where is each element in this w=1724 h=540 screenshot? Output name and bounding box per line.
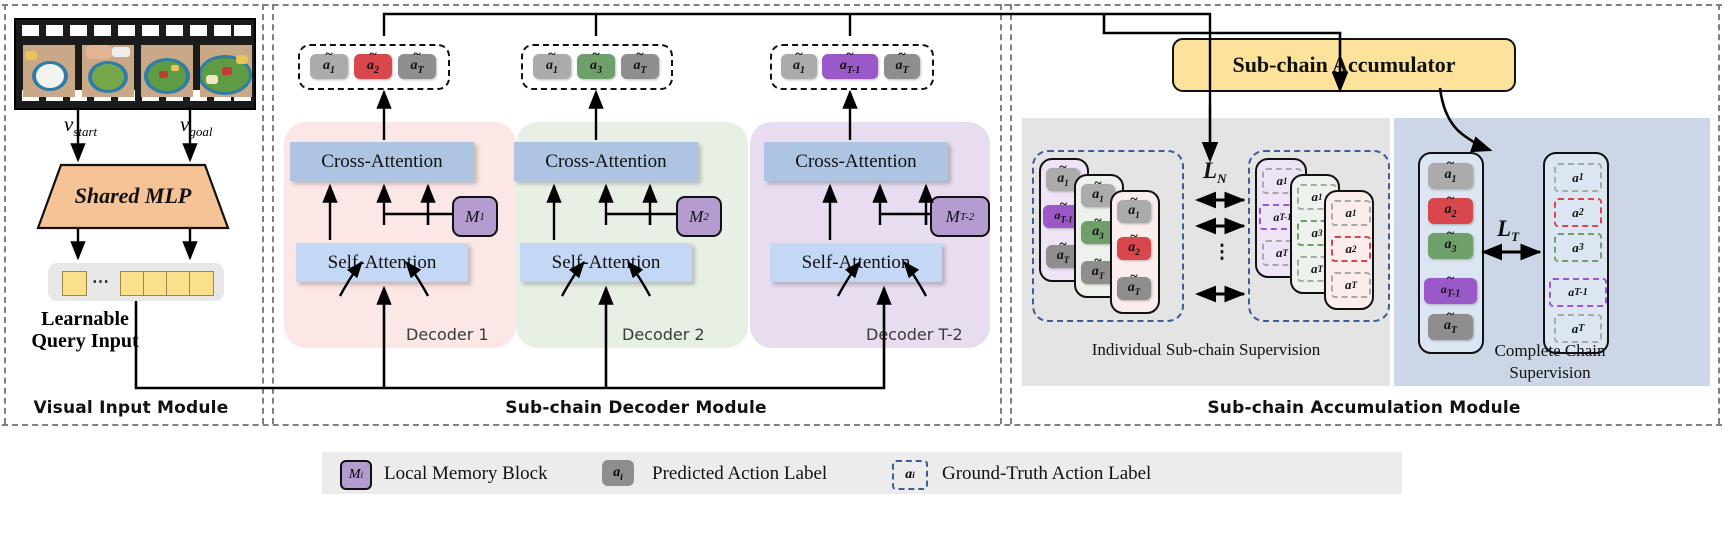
loss-individual-label: LN (1203, 158, 1227, 187)
module-title-decoder: Sub-chain Decoder Module (505, 398, 767, 418)
loss-complete-label: LT (1497, 216, 1520, 245)
divider-visual-decoder (262, 4, 264, 424)
chip-3-0: a1 (781, 47, 817, 79)
chip-2-0: a1 (533, 47, 571, 79)
v-goal-label: vgoal (180, 112, 213, 140)
outer-left-divider (4, 4, 6, 424)
legend-memory-label: Local Memory Block (384, 463, 548, 484)
chip-1-1: a2 (354, 47, 392, 79)
query-cell-0 (62, 271, 87, 296)
video-frame-3 (141, 45, 193, 97)
query-ellipsis: ⋯ (92, 272, 111, 291)
legend-groundtruth-label: Ground-Truth Action Label (942, 463, 1152, 484)
query-cell-2 (143, 271, 168, 296)
chip-3-2: aT (884, 47, 920, 79)
video-frame-1 (23, 45, 75, 97)
shared-mlp-block: Shared MLP (38, 165, 228, 228)
outer-bottom-divider (2, 424, 1722, 426)
decoder-name-1: Decoder 1 (406, 325, 489, 344)
chip-3-1: aT-1 (822, 47, 878, 79)
self-attention-1: Self-Attention (296, 243, 468, 282)
pred-2-2: aT (1117, 269, 1151, 300)
outer-top-divider (2, 4, 1722, 6)
query-caption: Learnable Query Input (31, 308, 139, 352)
module-title-visual: Visual Input Module (33, 398, 229, 418)
pred-0-1: aT-1 (1043, 197, 1084, 228)
chip-1-0: a1 (310, 47, 348, 79)
module-title-accum: Sub-chain Accumulation Module (1207, 398, 1521, 418)
pred-2-0: a1 (1117, 192, 1151, 223)
video-frame-2 (82, 45, 134, 97)
complete-pred-3: aT-1 (1424, 271, 1477, 304)
decoder-name-2: Decoder 2 (622, 325, 705, 344)
decoder-name-3: Decoder T-2 (866, 325, 963, 344)
self-attention-2: Self-Attention (520, 243, 692, 282)
chip-2-2: aT (621, 47, 659, 79)
learnable-query-input: ⋯ (48, 263, 224, 301)
divider-decoder-accum (1000, 4, 1002, 424)
divider-visual-decoder-b (272, 4, 274, 424)
complete-pred-4: aT (1428, 307, 1473, 340)
video-filmstrip (14, 18, 256, 110)
self-attention-3: Self-Attention (770, 243, 942, 282)
complete-pred-0: a1 (1428, 156, 1473, 189)
predicted-chipbox-2: a1 a3 aT (521, 44, 673, 90)
v-start-label: vstart (64, 112, 98, 140)
video-frame-4 (200, 45, 252, 97)
sub-chain-accumulator: Sub-chain Accumulator (1172, 38, 1516, 92)
divider-decoder-accum-b (1010, 4, 1012, 424)
complete-supervision-caption: Complete Chain Supervision (1494, 341, 1606, 382)
chip-2-1: a3 (577, 47, 615, 79)
pred-1-0: a1 (1081, 176, 1115, 207)
pred-2-1: a2 (1117, 229, 1151, 260)
query-cell-4 (189, 271, 214, 296)
pred-stack-2: a1 a2 aT (1110, 190, 1160, 314)
pred-0-0: a1 (1046, 160, 1080, 191)
individual-supervision-caption: Individual Sub-chain Supervision (1091, 340, 1321, 359)
complete-pred-stack: a1 a2 a3 aT-1 aT (1418, 152, 1484, 354)
complete-pred-2: a3 (1428, 226, 1473, 259)
pred-1-2: aT (1081, 253, 1115, 284)
pred-0-2: aT (1046, 237, 1080, 268)
loss-vertical-dots: ⋮ (1212, 242, 1232, 263)
pred-1-1: a3 (1081, 213, 1115, 244)
predicted-chipbox-1: a1 a2 aT (298, 44, 450, 90)
legend-predicted-icon: ai (602, 460, 634, 486)
query-cell-3 (166, 271, 191, 296)
predicted-chipbox-3: a1 aT-1 aT (770, 44, 934, 90)
complete-pred-1: a2 (1428, 191, 1473, 224)
outer-right-divider (1718, 4, 1720, 424)
cross-attention-1: Cross-Attention (290, 142, 474, 181)
legend-predicted-label: Predicted Action Label (652, 463, 828, 484)
pred-stack-group: a1 aT-1 aT a1 a3 aT a1 a2 (1032, 150, 1184, 322)
query-cell-1 (120, 271, 145, 296)
chip-1-2: aT (398, 47, 436, 79)
cross-attention-3: Cross-Attention (764, 142, 948, 181)
cross-attention-2: Cross-Attention (514, 142, 698, 181)
